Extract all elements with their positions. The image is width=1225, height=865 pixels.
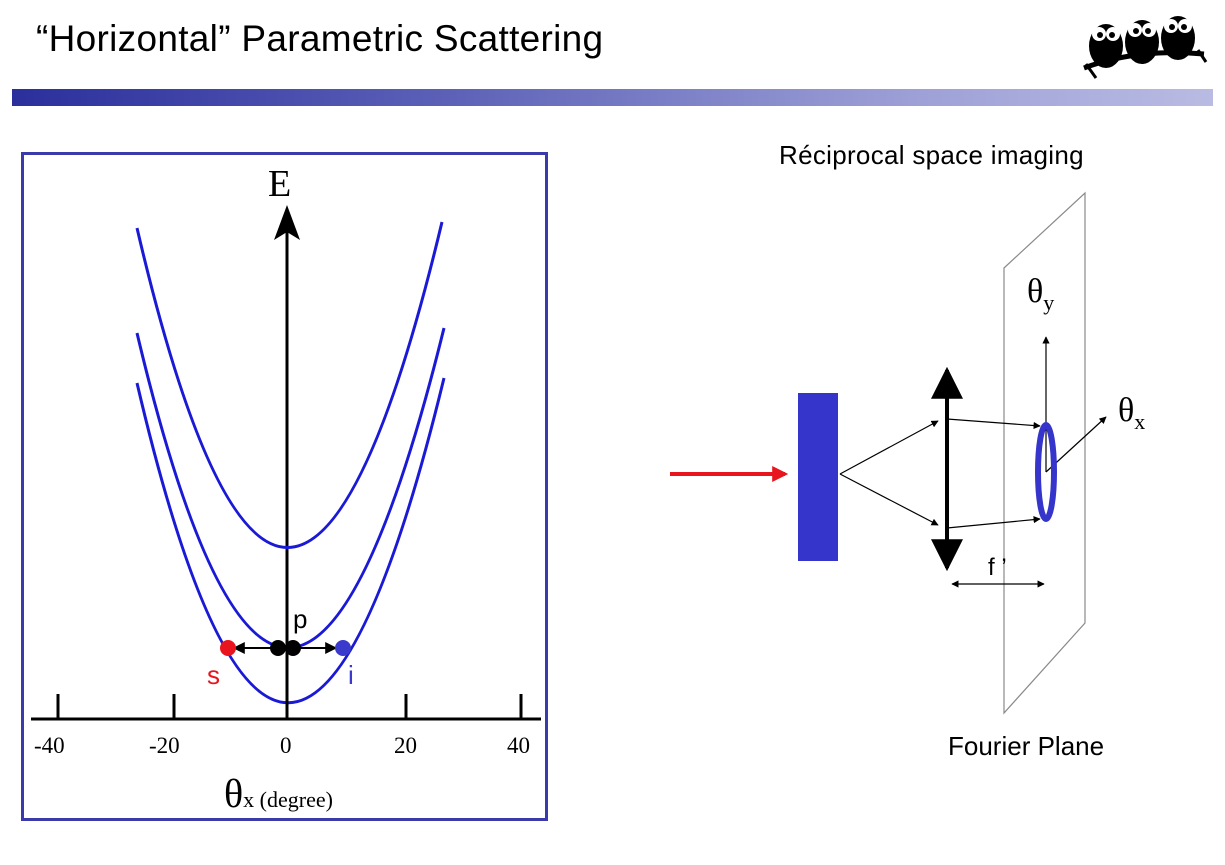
- slide-title: “Horizontal” Parametric Scattering: [36, 18, 604, 59]
- dispersion-curve-lower: [135, 377, 446, 705]
- idler-point: [335, 640, 351, 656]
- setup-heading: Réciprocal space imaging: [779, 140, 1084, 170]
- focal-length-label: f ’: [988, 554, 1007, 581]
- x-tick-label: 40: [507, 733, 530, 758]
- fourier-plane: [1003, 191, 1086, 715]
- fourier-plane-label: Fourier Plane: [948, 731, 1105, 761]
- x-axis-label: θx (degree): [224, 770, 333, 817]
- owls-logo-icon: [1083, 16, 1208, 79]
- x-tick-label: -20: [149, 733, 180, 758]
- dispersion-plot-frame: [21, 152, 548, 821]
- theta-x-symbol: θ: [1118, 392, 1135, 429]
- x-tick-label: -40: [34, 733, 65, 758]
- energy-axis-label: E: [268, 163, 292, 205]
- pump-point-right: [285, 640, 301, 656]
- theta-y-symbol: θ: [1027, 273, 1044, 310]
- title-underline-bar: [12, 89, 1213, 106]
- pump-point-left: [270, 640, 286, 656]
- pump-label: p: [293, 604, 308, 634]
- x-tick-label: 20: [394, 733, 417, 758]
- theta-x-sub: x: [1134, 409, 1146, 434]
- signal-label: s: [207, 660, 220, 690]
- theta-y-sub: y: [1043, 290, 1055, 315]
- emission-ring: [1035, 422, 1057, 522]
- light-rays: [839, 418, 1041, 529]
- x-axis-label-sub: x (degree): [243, 787, 333, 812]
- x-tick-label: 0: [280, 733, 292, 758]
- theta-x-label: θx: [1118, 392, 1145, 434]
- theta-y-label: θy: [1027, 273, 1054, 315]
- signal-point: [220, 640, 236, 656]
- idler-label: i: [348, 660, 354, 690]
- x-axis-label-theta: θ: [224, 771, 244, 816]
- theta-x-axis-ticks: [56, 694, 523, 719]
- energy-axis-arrowhead: [274, 205, 300, 240]
- dispersion-curve-upper: [135, 221, 444, 549]
- sample-block: [798, 393, 838, 561]
